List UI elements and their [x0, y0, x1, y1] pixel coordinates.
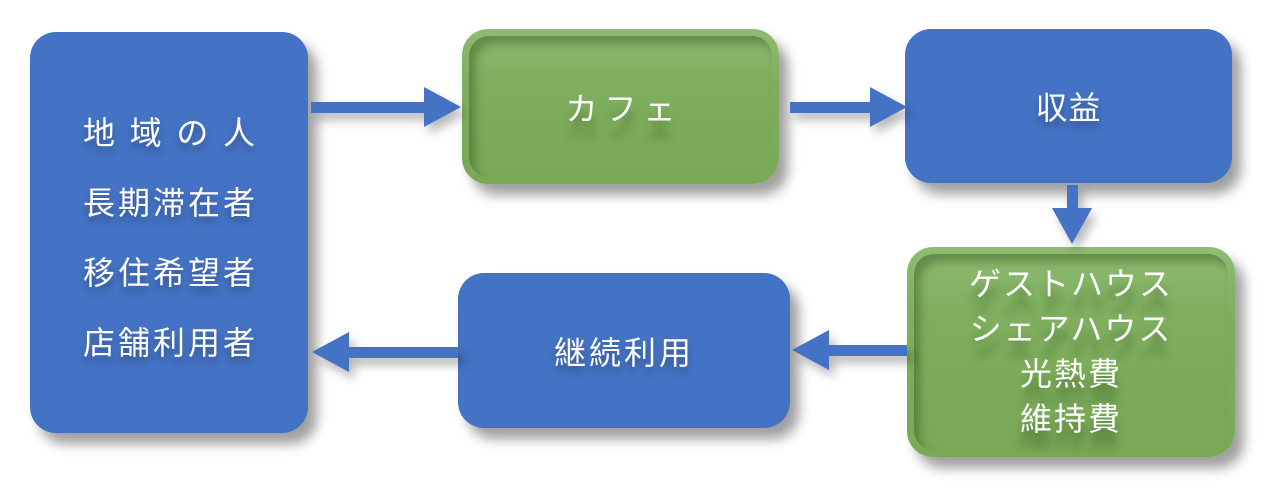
node-guesthouse-line-3: 光熱費: [1019, 356, 1122, 392]
node-guesthouse-line-2: シェアハウス: [969, 311, 1173, 347]
node-local-people-line-1: 地域の人: [83, 114, 255, 151]
arrow-shaft: [1067, 185, 1078, 212]
arrow-revenue-to-guesthouse: [1052, 185, 1092, 244]
node-continued-use-label: 継続利用: [553, 334, 694, 371]
node-guesthouse-expenses: ゲストハウス シェアハウス 光熱費 維持費: [907, 247, 1235, 457]
arrow-guesthouse-to-continued-use: [792, 330, 907, 370]
arrow-cafe-to-revenue: [790, 87, 907, 127]
node-local-people-line-4: 店舗利用者: [83, 324, 255, 361]
node-local-people-line-2: 長期滞在者: [83, 184, 255, 221]
node-guesthouse-line-1: ゲストハウス: [968, 266, 1173, 302]
node-local-people: 地域の人 長期滞在者 移住希望者 店舗利用者: [30, 32, 308, 433]
arrowhead-right-icon: [424, 87, 461, 127]
node-guesthouse-line-4: 維持費: [1019, 401, 1122, 437]
arrow-shaft: [311, 102, 428, 113]
node-revenue-label: 収益: [1035, 90, 1102, 126]
arrow-shaft: [790, 102, 873, 113]
node-cafe-label: カフェ: [565, 90, 683, 127]
node-local-people-line-3: 移住希望者: [83, 254, 255, 291]
arrow-continued-use-to-users: [312, 332, 458, 372]
arrow-shaft: [826, 345, 907, 356]
node-revenue: 収益: [905, 29, 1232, 183]
arrow-users-to-cafe: [311, 87, 461, 127]
arrowhead-down-icon: [1052, 208, 1092, 244]
node-continued-use: 継続利用: [458, 273, 790, 428]
node-cafe: カフェ: [462, 29, 779, 184]
arrowhead-left-icon: [312, 332, 349, 372]
arrowhead-right-icon: [870, 87, 907, 127]
arrow-shaft: [346, 347, 458, 358]
arrowhead-left-icon: [792, 330, 829, 370]
